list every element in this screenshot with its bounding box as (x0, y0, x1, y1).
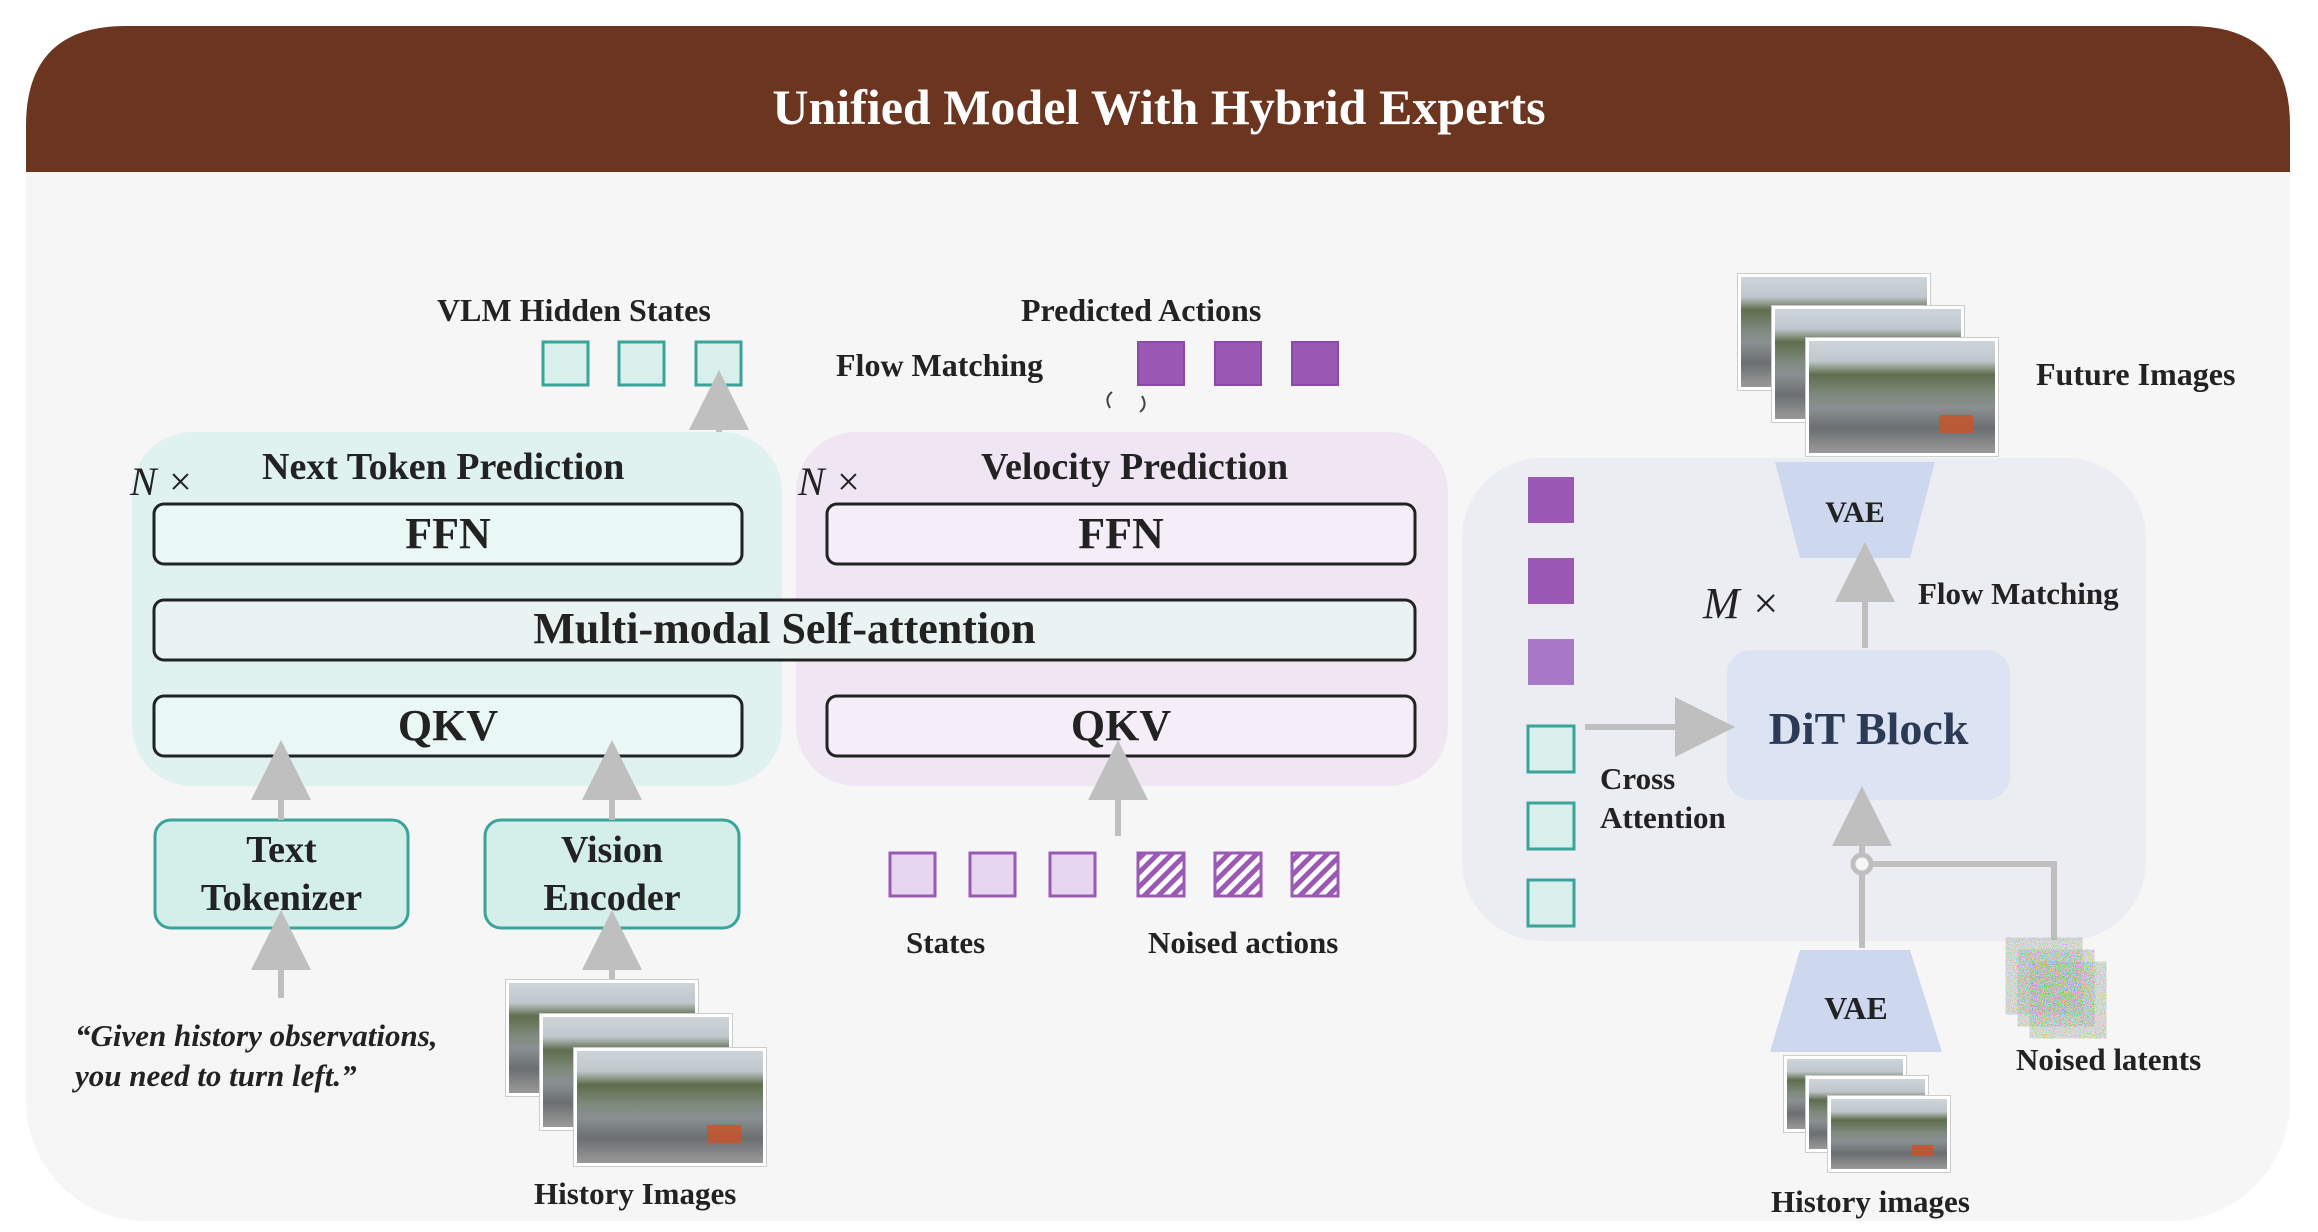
condition-token-action (1528, 477, 1574, 523)
cycle-icon (1106, 391, 1146, 413)
noised-action-token (1290, 851, 1340, 898)
qkv-right-label: QKV (1070, 701, 1172, 750)
ffn-right-box (825, 502, 1417, 566)
ffn-right-label: FFN (1078, 509, 1164, 558)
ffn-left-box (152, 502, 744, 566)
condition-token-hidden (1526, 878, 1576, 928)
qkv-left-label: QKV (397, 701, 499, 750)
merge-node (1850, 852, 1874, 876)
dit-history-image (1828, 1096, 1950, 1172)
condition-token-hidden (1526, 724, 1576, 774)
repeat-n-right: N × (798, 459, 862, 504)
flow-matching-label: Flow Matching (836, 347, 1044, 383)
state-token (888, 851, 937, 898)
vlm-hidden-states-label: VLM Hidden States (437, 292, 711, 328)
noised-latent (2036, 968, 2100, 1032)
condition-token-action (1528, 558, 1574, 604)
noised-action-token (1136, 851, 1186, 898)
predicted-action-token (1137, 341, 1185, 386)
history-images-label: History Images (534, 1176, 737, 1211)
history-image (574, 1048, 766, 1166)
cross-label-2: Attention (1600, 800, 1726, 835)
vae-decoder-shape (1775, 462, 1935, 558)
noised-latents-label: Noised latents (2016, 1042, 2202, 1077)
hidden-state-token (617, 340, 666, 387)
text-tokenizer-label: Text Tokenizer (200, 829, 363, 919)
attention-box (152, 598, 1417, 662)
cross-label-1: Cross (1600, 761, 1676, 796)
vae-encoder-shape (1770, 950, 1942, 1052)
dit-flow-matching-label: Flow Matching (1918, 576, 2119, 611)
hidden-state-token (541, 340, 590, 387)
predicted-action-token (1291, 341, 1339, 386)
vae-top-label: VAE (1825, 496, 1885, 529)
repeat-n-left: N × (130, 459, 194, 504)
prompt-line-2: you need to turn left.” (75, 1058, 357, 1093)
next-token-prediction-title: Next Token Prediction (262, 446, 625, 488)
attention-label: Multi-modal Self-attention (533, 604, 1036, 653)
velocity-prediction-title: Velocity Prediction (981, 446, 1289, 488)
condition-token-hidden (1526, 801, 1576, 851)
future-image (1806, 338, 1998, 456)
predicted-actions-label: Predicted Actions (1021, 292, 1262, 328)
page-title: Unified Model With Hybrid Experts (772, 79, 1546, 135)
dit-block-label: DiT Block (1768, 703, 1969, 754)
ffn-left-label: FFN (405, 509, 491, 558)
noised-actions-label: Noised actions (1148, 925, 1339, 960)
title-banner (26, 26, 2290, 172)
noised-action-token (1213, 851, 1263, 898)
prompt-line-1: “Given history observations, (75, 1018, 438, 1053)
repeat-m: M × (1703, 579, 1781, 628)
dit-block-box (1727, 650, 2010, 800)
future-images-label: Future Images (2036, 356, 2236, 392)
hidden-state-token (694, 340, 743, 387)
vision-encoder-label: Vision Encoder (543, 829, 681, 919)
state-token (968, 851, 1017, 898)
predicted-action-token (1214, 341, 1262, 386)
vae-bottom-label: VAE (1824, 990, 1888, 1026)
state-token (1048, 851, 1097, 898)
condition-token-action (1528, 639, 1574, 685)
dit-history-images-label: History images (1771, 1184, 1970, 1219)
latent-merge-line (1870, 861, 2057, 940)
states-label: States (906, 925, 986, 960)
